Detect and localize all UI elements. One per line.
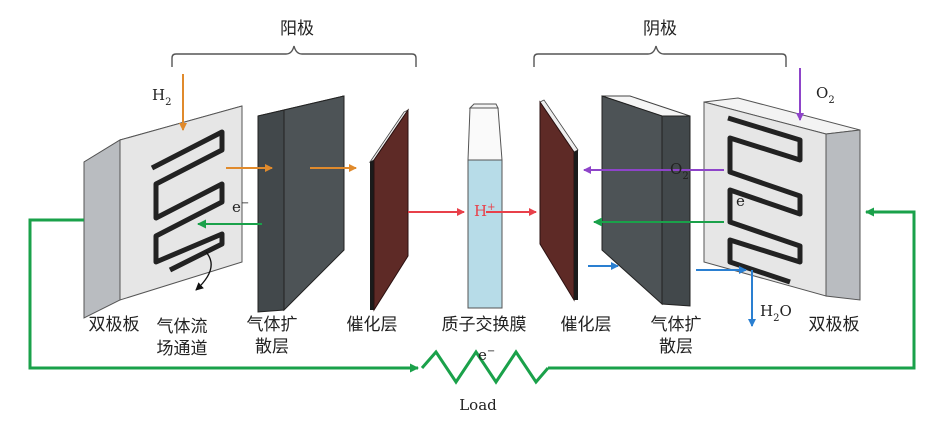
- gdl-left-label-1: 气体扩: [247, 315, 298, 335]
- o2-inner-label: O2: [670, 160, 689, 182]
- flow-channel-pointer: [195, 251, 212, 291]
- catalyst-right-face: [539, 100, 575, 302]
- gdl-left: [257, 95, 345, 313]
- electron-label-left: e−: [232, 198, 249, 216]
- bipolar-plate-right-label: 双极板: [809, 315, 860, 335]
- gdl-right-side: [601, 95, 663, 306]
- h2-inlet-label: H2: [152, 86, 171, 108]
- cathode-label: 阴极: [643, 19, 677, 39]
- gdl-right-front: [661, 115, 691, 307]
- catalyst-left-edge: [370, 160, 374, 310]
- catalyst-right: [539, 99, 579, 302]
- anode-brace: [171, 45, 417, 67]
- water-label: H2O: [760, 302, 792, 324]
- gdl-right: [601, 95, 691, 307]
- load-label: Load: [459, 396, 497, 414]
- gdl-left-label-2: 散层: [255, 337, 289, 357]
- gdl-right-label-2: 散层: [659, 337, 693, 357]
- catalyst-left: [368, 108, 410, 312]
- load-resistor: [420, 349, 550, 385]
- bipolar-plate-left: [83, 105, 243, 319]
- catalyst-right-label: 催化层: [561, 315, 612, 335]
- catalyst-left-label: 催化层: [347, 315, 398, 335]
- external-circuit-right: [548, 207, 916, 370]
- catalyst-right-edge: [574, 150, 578, 300]
- anode-label: 阳极: [280, 19, 314, 39]
- gdl-right-label-1: 气体扩: [651, 315, 702, 335]
- cathode-brace: [533, 45, 787, 67]
- flow-channel-label-2: 场通道: [157, 339, 208, 359]
- gdl-left-side: [283, 95, 345, 312]
- flow-channel-label-1: 气体流: [157, 317, 208, 337]
- catalyst-left-face: [373, 108, 409, 312]
- membrane-label: 质子交换膜: [442, 315, 527, 335]
- o2-inlet-label: O2: [816, 84, 835, 106]
- membrane-slope: [467, 107, 503, 161]
- external-circuit-left: [28, 218, 419, 373]
- circuit-electron-label: e−: [478, 346, 495, 364]
- bipolar-plate-left-label: 双极板: [89, 315, 140, 335]
- membrane-body: [467, 159, 503, 309]
- flow-channel-serpentine-right: [727, 115, 803, 285]
- bipolar-plate-right: [703, 97, 861, 301]
- flow-channel-serpentine-left: [150, 129, 225, 273]
- membrane-top: [468, 103, 499, 109]
- plate-right-side: [825, 129, 861, 301]
- electron-label-right: e−: [736, 192, 753, 210]
- plate-left-side: [83, 139, 121, 319]
- gdl-left-front: [257, 109, 285, 313]
- membrane: [467, 103, 503, 309]
- proton-label: H+: [474, 202, 495, 220]
